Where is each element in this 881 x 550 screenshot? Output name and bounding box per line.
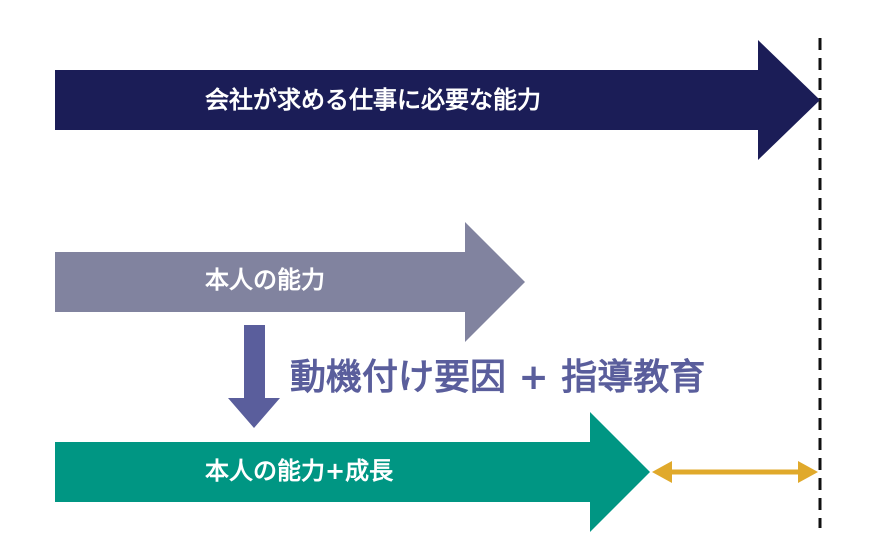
required-ability-label: 会社が求める仕事に必要な能力	[205, 86, 541, 114]
down-arrow	[228, 325, 280, 428]
grown-ability-label: 本人の能力+成長	[205, 457, 394, 485]
required-ability-arrow	[55, 40, 820, 160]
current-ability-label: 本人の能力	[205, 266, 325, 294]
gap-double-arrow	[652, 461, 818, 483]
grown-ability-arrow	[55, 412, 650, 532]
gap-arrowhead-right	[798, 461, 818, 483]
formula-text: 動機付け要因 + 指導教育	[290, 357, 706, 398]
current-ability-arrow	[55, 222, 525, 342]
gap-arrowhead-left	[652, 461, 672, 483]
